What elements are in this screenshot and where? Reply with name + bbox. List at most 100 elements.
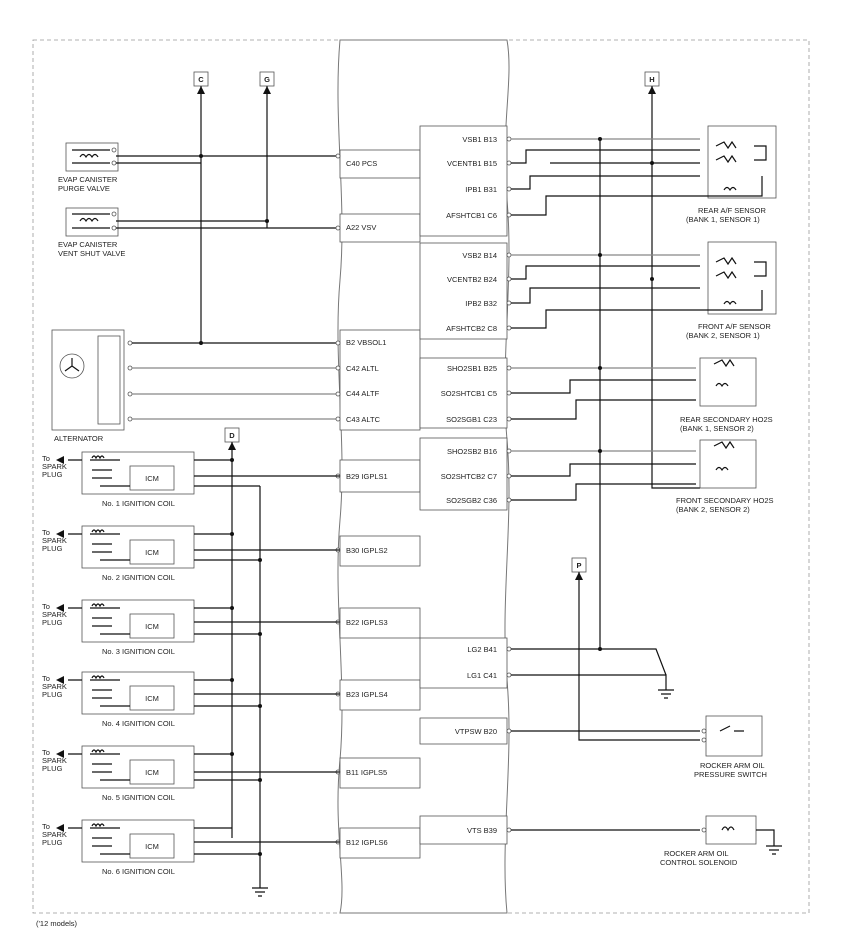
rear-secondary-ho2s: REAR SECONDARY HO2S (BANK 1, SENSOR 2): [511, 357, 773, 433]
svg-text:SPARK: SPARK: [42, 830, 67, 839]
connector-p: P: [571, 557, 700, 741]
svg-text:ICM: ICM: [145, 694, 159, 703]
svg-text:PLUG: PLUG: [42, 618, 63, 627]
pin-b22-igpls3: B22 IGPLS3: [346, 618, 388, 627]
pin-so2shtcb2-c7: SO2SHTCB2 C7: [441, 472, 497, 481]
pin-vcentb1-b15: VCENTB1 B15: [447, 159, 497, 168]
ignition-coil-6: ICM To SPARK PLUG No. 6 IGNITION COIL: [42, 819, 340, 876]
pin-c42-altl: C42 ALTL: [346, 364, 379, 373]
svg-text:PLUG: PLUG: [42, 764, 63, 773]
svg-text:ICM: ICM: [145, 548, 159, 557]
footnote: ('12 models): [36, 919, 78, 928]
svg-text:PLUG: PLUG: [42, 690, 63, 699]
ignition-coil-2: ICM To SPARK PLUG No. 2 IGNITION COIL: [42, 525, 340, 582]
svg-text:To: To: [42, 454, 50, 463]
svg-text:H: H: [649, 75, 654, 84]
pin-vcentb2-b24: VCENTB2 B24: [447, 275, 497, 284]
svg-text:SPARK: SPARK: [42, 756, 67, 765]
svg-text:C: C: [198, 75, 204, 84]
svg-text:To: To: [42, 602, 50, 611]
pin-c43-altc: C43 ALTC: [346, 415, 381, 424]
svg-text:SPARK: SPARK: [42, 536, 67, 545]
ignition-coil-5: ICM To SPARK PLUG No. 5 IGNITION COIL: [42, 745, 340, 802]
svg-text:EVAP CANISTER: EVAP CANISTER: [58, 175, 118, 184]
pin-afshtcb1-c6: AFSHTCB1 C6: [446, 211, 497, 220]
rocker-arm-pressure-switch: ROCKER ARM OIL PRESSURE SWITCH: [511, 715, 767, 779]
svg-text:PLUG: PLUG: [42, 838, 63, 847]
sensor-ground-bus: [511, 137, 674, 699]
pin-c44-altf: C44 ALTF: [346, 389, 380, 398]
svg-text:PLUG: PLUG: [42, 544, 63, 553]
svg-text:ROCKER ARM OIL: ROCKER ARM OIL: [664, 849, 729, 858]
pin-so2sgb2-c36: SO2SGB2 C36: [446, 496, 497, 505]
svg-text:To: To: [42, 528, 50, 537]
pin-lg2-b41: LG2 B41: [467, 645, 497, 654]
svg-text:To: To: [42, 674, 50, 683]
svg-text:PURGE VALVE: PURGE VALVE: [58, 184, 110, 193]
pin-sho2sb2-b16: SHO2SB2 B16: [447, 447, 497, 456]
svg-text:PLUG: PLUG: [42, 470, 63, 479]
svg-text:G: G: [264, 75, 270, 84]
svg-text:FRONT SECONDARY HO2S: FRONT SECONDARY HO2S: [676, 496, 774, 505]
connector-h: H: [644, 71, 700, 489]
pin-c40-pcs: C40 PCS: [346, 159, 377, 168]
pin-ipb2-b32: IPB2 B32: [465, 299, 497, 308]
front-af-sensor: FRONT A/F SENSOR (BANK 2, SENSOR 1): [511, 241, 777, 340]
svg-text:No. 1 IGNITION COIL: No. 1 IGNITION COIL: [102, 499, 175, 508]
alternator: ALTERNATOR: [51, 329, 340, 443]
left-pin-labels: C40 PCS A22 VSV B2 VBSOL1 C42 ALTL C44 A…: [346, 159, 388, 847]
pin-ipb1-b31: IPB1 B31: [465, 185, 497, 194]
svg-text:To: To: [42, 822, 50, 831]
svg-text:P: P: [576, 561, 581, 570]
pin-vtpsw-b20: VTPSW B20: [455, 727, 497, 736]
pin-b29-igpls1: B29 IGPLS1: [346, 472, 388, 481]
pin-b23-igpls4: B23 IGPLS4: [346, 690, 388, 699]
svg-text:(BANK 2, SENSOR 2): (BANK 2, SENSOR 2): [676, 505, 750, 514]
pin-sho2sb1-b25: SHO2SB1 B25: [447, 364, 497, 373]
svg-text:FRONT A/F SENSOR: FRONT A/F SENSOR: [698, 322, 771, 331]
pin-afshtcb2-c8: AFSHTCB2 C8: [446, 324, 497, 333]
pin-so2sgb1-c23: SO2SGB1 C23: [446, 415, 497, 424]
pin-b2-vbsol1: B2 VBSOL1: [346, 338, 386, 347]
evap-vent-valve: EVAP CANISTER VENT SHUT VALVE: [58, 207, 340, 258]
svg-text:EVAP CANISTER: EVAP CANISTER: [58, 240, 118, 249]
svg-text:SPARK: SPARK: [42, 462, 67, 471]
svg-text:No. 3 IGNITION COIL: No. 3 IGNITION COIL: [102, 647, 175, 656]
front-secondary-ho2s: FRONT SECONDARY HO2S (BANK 2, SENSOR 2): [511, 439, 774, 514]
svg-text:ICM: ICM: [145, 474, 159, 483]
pin-vts-b39: VTS B39: [467, 826, 497, 835]
svg-text:ALTERNATOR: ALTERNATOR: [54, 434, 104, 443]
ignition-coil-4: ICM To SPARK PLUG No. 4 IGNITION COIL: [42, 671, 340, 728]
pin-so2shtcb1-c5: SO2SHTCB1 C5: [441, 389, 497, 398]
ignition-coil-1: ICM To SPARK PLUG No. 1 IGNITION COIL: [42, 451, 340, 508]
svg-text:CONTROL SOLENOID: CONTROL SOLENOID: [660, 858, 738, 867]
rear-af-sensor: REAR A/F SENSOR (BANK 1, SENSOR 1): [511, 125, 777, 224]
svg-text:No. 6 IGNITION COIL: No. 6 IGNITION COIL: [102, 867, 175, 876]
connector-d: D: [224, 427, 240, 838]
pin-b11-igpls5: B11 IGPLS5: [346, 768, 387, 777]
svg-text:SPARK: SPARK: [42, 682, 67, 691]
svg-text:No. 5 IGNITION COIL: No. 5 IGNITION COIL: [102, 793, 175, 802]
svg-text:(BANK 1, SENSOR 1): (BANK 1, SENSOR 1): [686, 215, 760, 224]
ignition-coil-3: ICM To SPARK PLUG No. 3 IGNITION COIL: [42, 599, 340, 656]
right-pin-labels: VSB1 B13 VCENTB1 B15 IPB1 B31 AFSHTCB1 C…: [441, 135, 497, 835]
pin-vsb1-b13: VSB1 B13: [462, 135, 497, 144]
evap-purge-valve: EVAP CANISTER PURGE VALVE: [58, 142, 340, 193]
pin-lg1-c41: LG1 C41: [467, 671, 497, 680]
svg-text:(BANK 1, SENSOR 2): (BANK 1, SENSOR 2): [680, 424, 754, 433]
pin-vsb2-b14: VSB2 B14: [462, 251, 497, 260]
svg-text:(BANK 2, SENSOR 1): (BANK 2, SENSOR 1): [686, 331, 760, 340]
svg-text:No. 4 IGNITION COIL: No. 4 IGNITION COIL: [102, 719, 175, 728]
pin-a22-vsv: A22 VSV: [346, 223, 376, 232]
ignition-ground: [230, 458, 268, 897]
pin-b12-igpls6: B12 IGPLS6: [346, 838, 388, 847]
svg-text:D: D: [229, 431, 235, 440]
right-pin-boxes: [419, 125, 508, 845]
svg-text:REAR SECONDARY HO2S: REAR SECONDARY HO2S: [680, 415, 773, 424]
connector-g: G: [259, 71, 275, 228]
svg-text:No. 2 IGNITION COIL: No. 2 IGNITION COIL: [102, 573, 175, 582]
svg-text:ICM: ICM: [145, 768, 159, 777]
svg-text:REAR A/F SENSOR: REAR A/F SENSOR: [698, 206, 767, 215]
svg-text:SPARK: SPARK: [42, 610, 67, 619]
